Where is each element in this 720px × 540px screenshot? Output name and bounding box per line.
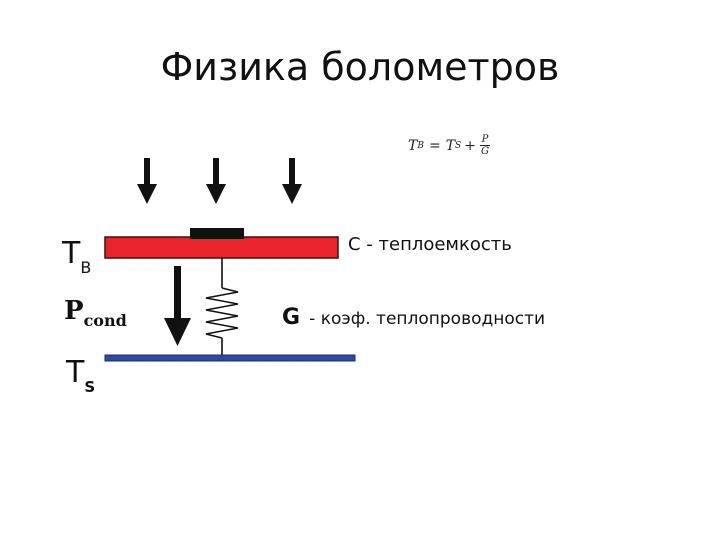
conductance-description: - коэф. теплопроводности (309, 309, 546, 329)
fraction-bar (479, 145, 490, 146)
ts-label-main: T (66, 355, 85, 390)
formula-plus: + (464, 137, 476, 154)
radiation-arrows (137, 158, 302, 204)
absorber-bar (104, 236, 339, 259)
conductance-label: G - коэф. теплопроводности (282, 305, 545, 330)
formula-equals: = (428, 137, 441, 154)
formula-denominator: G (480, 146, 489, 157)
formula-rhs: T (445, 137, 456, 154)
tb-label: TB (62, 236, 91, 277)
pcond-label: Pcond (64, 296, 127, 330)
thermal-link-spring (205, 258, 239, 356)
slide-title: Физика болометров (160, 45, 560, 89)
formula-lhs-sub: B (417, 140, 424, 151)
ts-label: TS (66, 355, 95, 396)
ts-label-sub: S (84, 378, 96, 396)
conduction-arrow (164, 266, 191, 346)
formula-fraction: P G (479, 134, 490, 157)
formula-rhs-sub: S (455, 140, 462, 151)
heat-bath-bar (104, 354, 356, 362)
conductance-symbol: G (282, 305, 301, 330)
radiation-arrow-2 (206, 158, 226, 204)
pcond-label-sub: cond (83, 311, 127, 330)
tb-label-sub: B (80, 258, 92, 277)
tb-label-main: T (62, 236, 81, 271)
pcond-label-main: P (64, 296, 84, 326)
formula-lhs: T (408, 137, 418, 154)
heat-capacity-label: C - теплоемкость (348, 234, 512, 255)
radiation-arrow-1 (137, 158, 157, 204)
formula-numerator: P (481, 134, 489, 145)
radiation-arrow-3 (282, 158, 302, 204)
sensor-block (190, 228, 244, 239)
